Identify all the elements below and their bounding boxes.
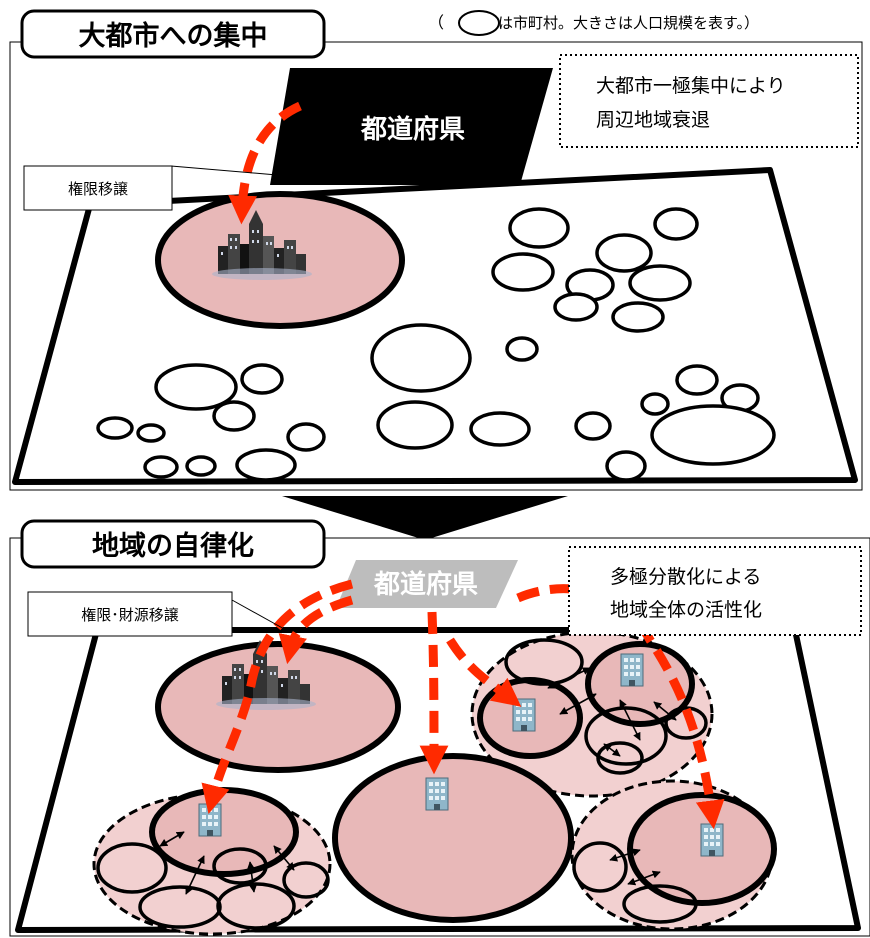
prefecture-label: 都道府県 <box>360 114 465 145</box>
municipality <box>286 422 326 452</box>
municipality <box>96 416 134 440</box>
municipality <box>370 323 472 393</box>
office-building-icon <box>425 777 449 811</box>
municipality <box>505 336 539 362</box>
note-line-1-bottom: 多極分散化による <box>610 566 761 588</box>
municipality <box>240 363 284 395</box>
municipality <box>650 404 776 466</box>
bottom-panel: 都道府県 権限･財源移譲 多極分散化による 地域全体の活性化 地域の自律化 <box>9 519 870 937</box>
callout-authority-finance-transfer: 権限･財源移譲 <box>81 606 179 624</box>
municipality <box>653 207 699 241</box>
municipality <box>185 455 217 477</box>
municipality <box>628 264 692 302</box>
arrow-to-center <box>419 611 449 775</box>
municipality <box>376 400 454 450</box>
title-tab <box>20 9 326 59</box>
municipality <box>154 363 238 411</box>
arrow-to-lower-left <box>201 579 354 814</box>
note-box-bottom <box>568 546 862 636</box>
legend-text: は市町村。大きさは人口規模を表す。） <box>498 14 759 32</box>
municipality <box>611 301 665 333</box>
municipality <box>675 364 719 396</box>
municipality <box>508 207 570 249</box>
panel-title-top: 大都市への集中 <box>79 20 268 52</box>
note-line-1: 大都市一極集中により <box>596 75 786 97</box>
municipality <box>235 448 297 482</box>
office-building-icon <box>700 823 724 857</box>
municipality <box>136 423 166 443</box>
note-box <box>559 54 859 148</box>
callout-authority-transfer: 権限移譲 <box>68 180 128 198</box>
prefecture-block-bottom <box>336 560 518 608</box>
legend-open-paren: （ <box>428 13 444 32</box>
central-city-circle <box>332 753 574 923</box>
office-building-icon <box>198 803 222 837</box>
delegation-arrow <box>228 101 302 225</box>
top-municipalities <box>96 207 776 482</box>
note-line-2: 周辺地域衰退 <box>596 109 710 131</box>
municipality <box>469 411 531 447</box>
municipality <box>574 411 612 441</box>
municipality <box>605 450 647 482</box>
prefecture-block <box>270 68 553 185</box>
transition-arrow <box>282 496 568 540</box>
legend-ellipse-icon <box>458 10 500 36</box>
arrow-to-lower-right <box>516 584 725 830</box>
cluster-lower-right <box>570 779 777 931</box>
callout-leader-bottom <box>231 599 287 631</box>
arrow-to-metropolis <box>278 595 354 665</box>
callout-box-bottom <box>27 591 233 637</box>
arrow-to-cluster <box>446 637 522 707</box>
prefecture-label-bottom: 都道府県 <box>373 569 478 600</box>
callout-leader <box>170 165 278 176</box>
municipality <box>491 252 555 292</box>
municipality <box>212 400 256 432</box>
office-building-icon <box>512 698 536 732</box>
municipality <box>595 233 653 273</box>
callout-box <box>23 165 173 211</box>
office-building-icon <box>620 653 644 687</box>
municipality <box>143 455 179 479</box>
title-tab-bottom <box>20 519 326 569</box>
distribution-arrows <box>201 579 725 830</box>
municipality <box>553 292 599 322</box>
note-line-2-bottom: 地域全体の活性化 <box>610 599 762 621</box>
municipality <box>640 392 670 416</box>
panel-title-bottom: 地域の自律化 <box>92 530 254 562</box>
top-panel: 都道府県 権限移譲 大都市一極集中により 周辺地域衰退 大都市への集中 （ は市… <box>9 9 863 491</box>
